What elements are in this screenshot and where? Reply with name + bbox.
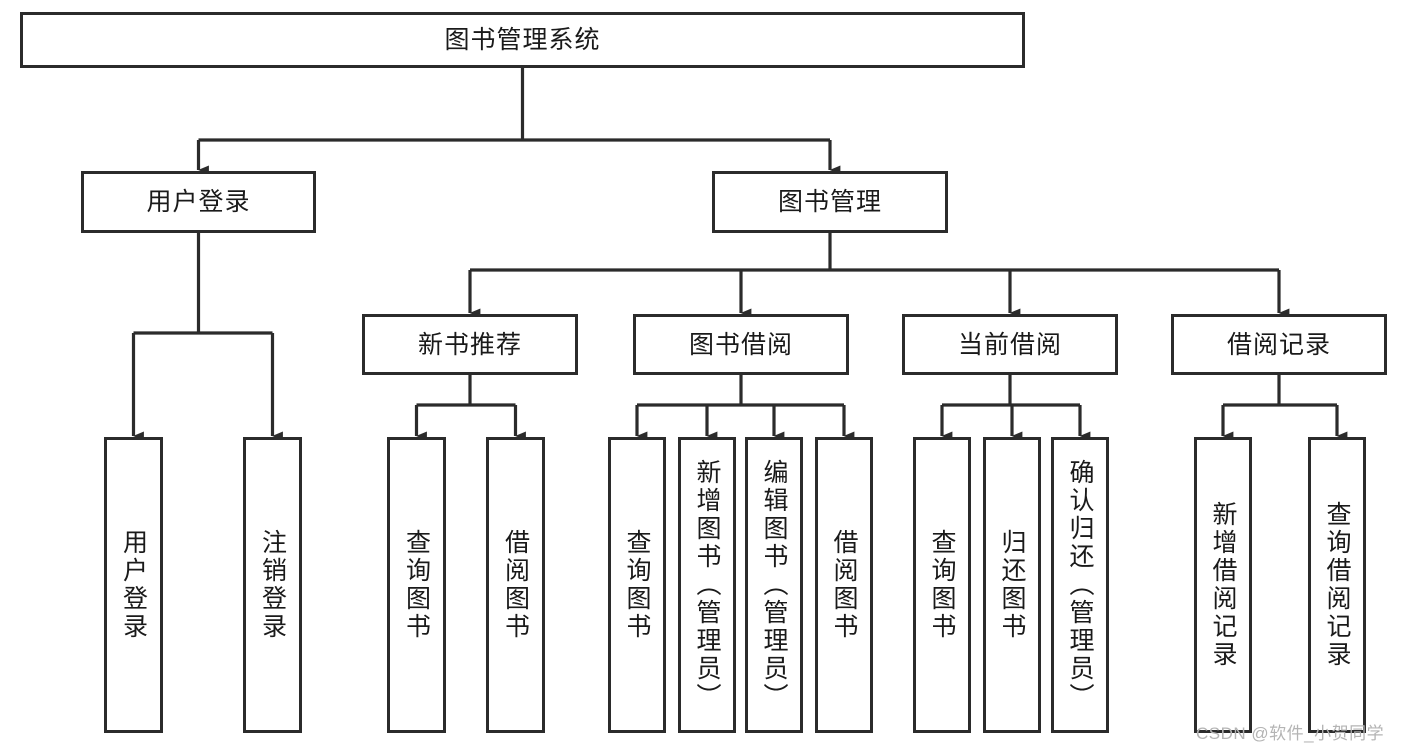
node-label: 归还图书: [998, 529, 1026, 641]
node-leaf-query-book-2[interactable]: 查询图书: [608, 437, 666, 733]
node-leaf-return-book[interactable]: 归还图书: [983, 437, 1041, 733]
node-leaf-query-book-3[interactable]: 查询图书: [913, 437, 971, 733]
node-label: 借阅图书: [501, 529, 530, 641]
node-label: 编辑图书（管理员）: [760, 459, 788, 711]
node-label: 注销登录: [258, 529, 287, 641]
node-borrow-record[interactable]: 借阅记录: [1171, 314, 1387, 375]
node-label: 用户登录: [146, 188, 251, 216]
node-leaf-user-logout[interactable]: 注销登录: [243, 437, 302, 733]
node-leaf-user-login[interactable]: 用户登录: [104, 437, 163, 733]
node-leaf-query-book-1[interactable]: 查询图书: [387, 437, 446, 733]
node-new-book-recommend[interactable]: 新书推荐: [362, 314, 578, 375]
node-label: 借阅图书: [830, 529, 858, 641]
node-leaf-borrow-book-2[interactable]: 借阅图书: [815, 437, 873, 733]
node-label: 图书借阅: [688, 330, 793, 359]
node-label: 查询图书: [623, 529, 651, 641]
node-book-manage[interactable]: 图书管理: [712, 171, 948, 233]
node-label: 查询图书: [402, 529, 431, 641]
node-label: 借阅记录: [1226, 330, 1331, 359]
node-root[interactable]: 图书管理系统: [20, 12, 1025, 68]
node-leaf-edit-book-admin[interactable]: 编辑图书（管理员）: [745, 437, 803, 733]
node-leaf-add-book-admin[interactable]: 新增图书（管理员）: [678, 437, 736, 733]
node-current-borrow[interactable]: 当前借阅: [902, 314, 1118, 375]
node-label: 新书推荐: [417, 330, 522, 359]
node-label: 图书管理系统: [444, 26, 601, 54]
node-label: 新增图书（管理员）: [693, 459, 721, 711]
node-book-borrow[interactable]: 图书借阅: [633, 314, 849, 375]
node-label: 用户登录: [119, 529, 148, 641]
node-label: 图书管理: [777, 188, 882, 216]
node-label: 当前借阅: [957, 330, 1062, 359]
node-user-login[interactable]: 用户登录: [81, 171, 316, 233]
node-leaf-confirm-return-admin[interactable]: 确认归还（管理员）: [1051, 437, 1109, 733]
node-label: 确认归还（管理员）: [1066, 459, 1094, 711]
node-label: 查询图书: [928, 529, 956, 641]
node-leaf-query-borrow-record[interactable]: 查询借阅记录: [1308, 437, 1366, 733]
node-label: 查询借阅记录: [1323, 501, 1351, 669]
node-label: 新增借阅记录: [1209, 501, 1237, 669]
node-leaf-borrow-book-1[interactable]: 借阅图书: [486, 437, 545, 733]
csdn-watermark: CSDN @软件_小贺同学: [1196, 724, 1385, 743]
node-leaf-add-borrow-record[interactable]: 新增借阅记录: [1194, 437, 1252, 733]
